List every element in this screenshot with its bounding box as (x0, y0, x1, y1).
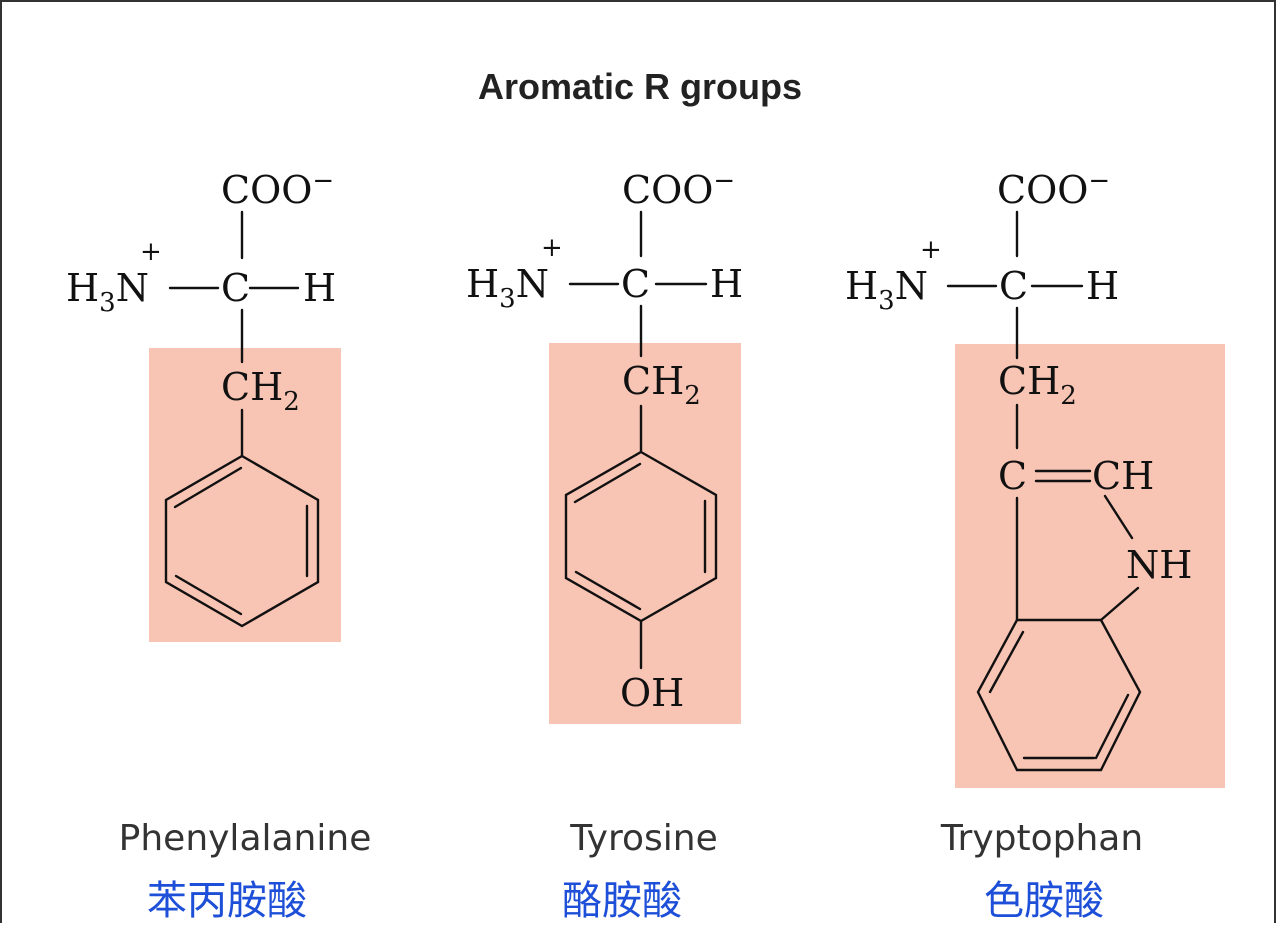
plus-charge: + (140, 237, 162, 267)
amino-group-label: H3N (845, 264, 928, 316)
r-group-highlight-tyrosine (549, 343, 741, 724)
carboxylate-label: COO− (622, 166, 735, 212)
carboxylate-label: COO− (221, 166, 334, 212)
amino-acid-name-tyrosine: Tyrosine (570, 818, 718, 859)
ch2-label: CH2 (998, 359, 1077, 411)
ch2-label: CH2 (622, 359, 701, 411)
alpha-carbon-label: C (621, 262, 650, 306)
figure-title: Aromatic R groups (477, 66, 803, 107)
tryptophan-structure: COO− H3N + C H CH2 C CH NH (845, 166, 1192, 772)
chinese-name-phenylalanine: 苯丙胺酸 (147, 878, 307, 924)
carboxylate-label: COO− (997, 166, 1110, 212)
chinese-name-tryptophan: 色胺酸 (984, 878, 1104, 924)
phenylalanine-structure: COO− H3N + C H CH2 (66, 166, 336, 628)
hydrogen-label: H (303, 266, 336, 310)
ch2-label: CH2 (221, 365, 300, 417)
amino-acid-name-phenylalanine: Phenylalanine (118, 818, 372, 859)
hydrogen-label: H (1086, 264, 1119, 308)
tyrosine-structure: COO− H3N + C H CH2 OH (466, 166, 743, 715)
amino-acid-name-tryptophan: Tryptophan (940, 818, 1144, 859)
alpha-carbon-label: C (221, 266, 250, 310)
ring-carbon-label: C (998, 454, 1027, 498)
hydroxyl-label: OH (620, 671, 684, 715)
amino-group-label: H3N (66, 266, 149, 318)
nh-label: NH (1126, 543, 1192, 587)
plus-charge: + (541, 233, 563, 263)
alpha-carbon-label: C (999, 264, 1028, 308)
ring-ch-label: CH (1092, 454, 1154, 498)
r-group-highlight-tryptophan (955, 344, 1225, 788)
plus-charge: + (920, 235, 942, 265)
chinese-name-tyrosine: 酪胺酸 (562, 878, 682, 924)
amino-group-label: H3N (466, 262, 549, 314)
hydrogen-label: H (710, 262, 743, 306)
